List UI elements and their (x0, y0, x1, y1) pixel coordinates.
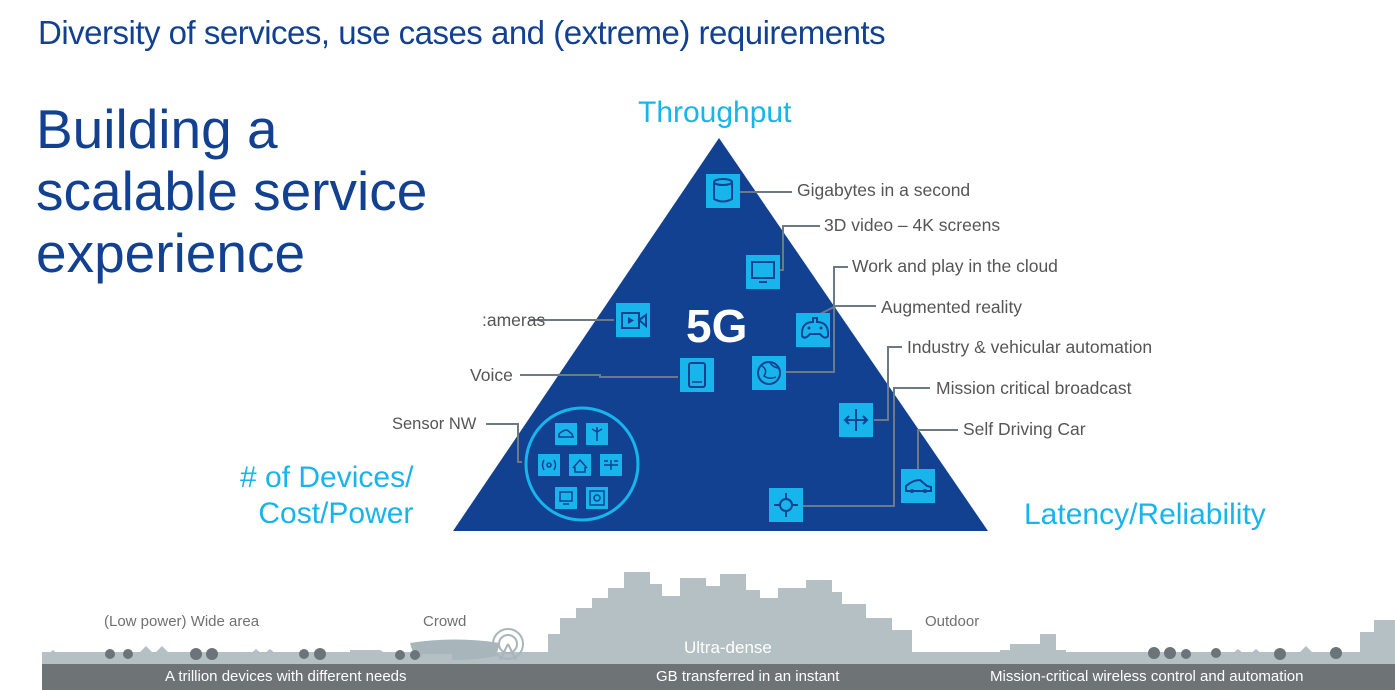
city-skyline (42, 572, 1395, 664)
globe-icon (752, 356, 786, 390)
label-sensor-nw: Sensor NW (392, 415, 477, 433)
arrows-compress-icon (839, 403, 873, 437)
throughput-label: Throughput (638, 96, 792, 129)
5g-center-label: 5G (686, 300, 748, 352)
label-cameras: :ameras (482, 310, 546, 330)
label-mission-critical-broadcast: Mission critical broadcast (936, 378, 1132, 398)
header-title: Diversity of services, use cases and (ex… (38, 14, 886, 51)
screen-icon (746, 255, 780, 289)
label-augmented-reality: Augmented reality (881, 297, 1023, 317)
connector-lines (486, 191, 958, 507)
label-crowd: Crowd (423, 613, 467, 630)
monitor-small-icon (555, 487, 577, 509)
label-3d-video: 3D video – 4K screens (824, 215, 1001, 235)
wireless-signal-icon (538, 454, 560, 476)
label-gigabytes: Gigabytes in a second (797, 180, 971, 200)
video-camera-icon (616, 303, 650, 337)
safe-icon (586, 487, 608, 509)
devices-circle (524, 406, 640, 522)
main-title-line-2: scalable service (36, 160, 428, 222)
devices-cost-power-label: # of Devices/ Cost/Power (240, 460, 413, 532)
smartphone-icon (680, 358, 714, 392)
database-icon (706, 174, 740, 208)
main-title-line-1: Building a (36, 98, 278, 160)
bar-label-left: A trillion devices with different needs (165, 668, 407, 685)
label-wide-area: (Low power) Wide area (104, 613, 260, 630)
label-voice: Voice (470, 365, 513, 385)
bar-label-center: GB transferred in an instant (656, 668, 840, 685)
car-small-icon (555, 423, 577, 445)
main-title: Building a scalable service experience (36, 98, 427, 284)
label-cloud: Work and play in the cloud (852, 256, 1058, 276)
label-self-driving-car: Self Driving Car (963, 419, 1086, 439)
bar-label-right: Mission-critical wireless control and au… (990, 668, 1304, 685)
devices-label-line-1: # of Devices/ (240, 461, 414, 494)
label-industry-automation: Industry & vehicular automation (907, 337, 1153, 357)
ferris-wheel (492, 628, 524, 661)
trees (105, 647, 1342, 660)
label-outdoor: Outdoor (925, 613, 980, 630)
devices-label-line-2: Cost/Power (258, 497, 414, 530)
gamepad-icon (796, 313, 830, 347)
crosshair-arrows-icon (769, 488, 803, 522)
main-title-line-3: experience (36, 222, 306, 284)
label-ultra-dense: Ultra-dense (684, 638, 772, 657)
car-icon (901, 469, 935, 503)
latency-reliability-label: Latency/Reliability (1024, 498, 1266, 531)
bottom-bar (42, 664, 1395, 690)
